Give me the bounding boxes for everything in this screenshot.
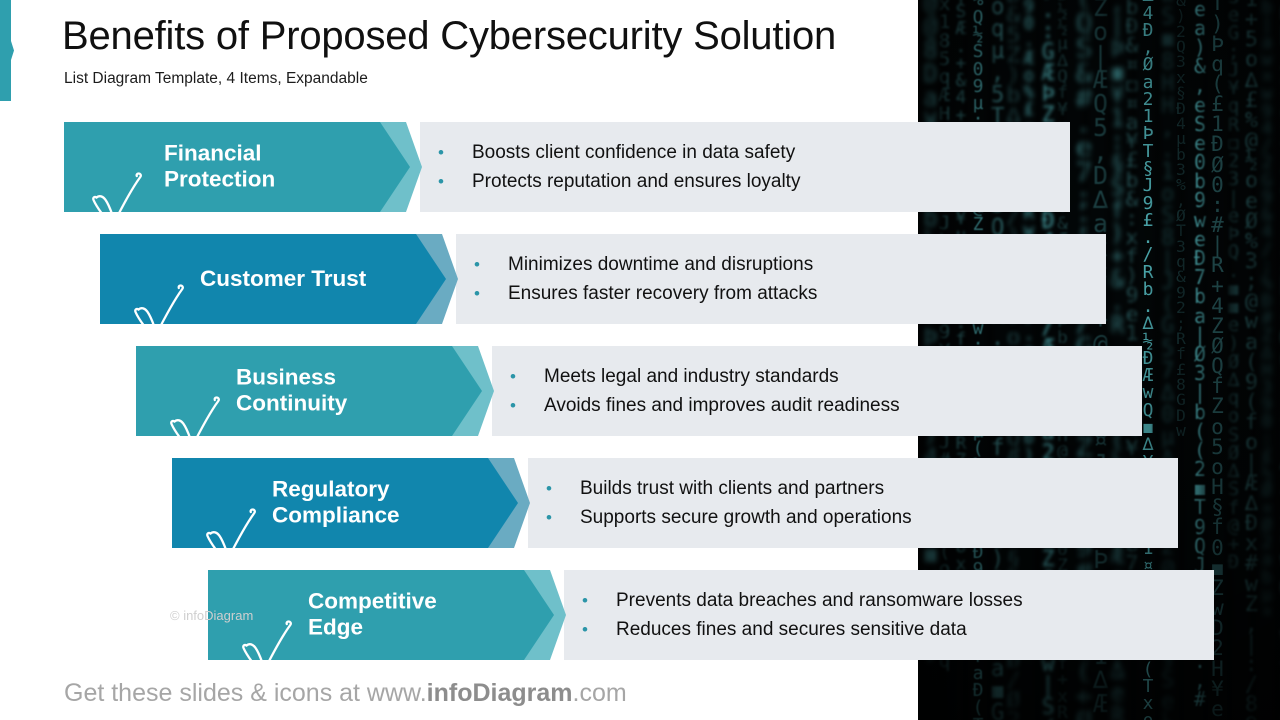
bullet-dot-icon: • xyxy=(474,255,480,274)
benefit-bullet: • Protects reputation and ensures loyalty xyxy=(438,172,1070,191)
bullet-dot-icon: • xyxy=(546,508,552,527)
benefit-bullet: • Minimizes downtime and disruptions xyxy=(474,255,1106,274)
page-subtitle: List Diagram Template, 4 Items, Expandab… xyxy=(64,70,368,87)
benefit-bullet-text: Meets legal and industry standards xyxy=(544,366,839,387)
matrix-column: H ; 8 0 x x @ @ 8 D a ¥ f ) 8 b ½ b ◼ T … xyxy=(922,0,939,662)
benefit-bullet: • Boosts client confidence in data safety xyxy=(438,143,1070,162)
benefit-bullet: • Supports secure growth and operations xyxy=(546,508,1178,527)
bullet-dot-icon: • xyxy=(510,396,516,415)
page-title: Benefits of Proposed Cybersecurity Solut… xyxy=(62,14,837,58)
bullet-dot-icon: • xyxy=(582,591,588,610)
bullet-dot-icon: • xyxy=(474,284,480,303)
benefit-bullet-text: Supports secure growth and operations xyxy=(580,507,912,528)
benefit-title: Business Continuity xyxy=(236,364,348,416)
benefit-bullet-text: Minimizes downtime and disruptions xyxy=(508,254,814,275)
benefit-arrow-shape[interactable]: Financial Protection xyxy=(64,122,422,227)
benefit-title: Customer Trust xyxy=(200,265,367,291)
copyright-watermark: © infoDiagram xyxy=(170,608,254,623)
benefit-description-panel: • Prevents data breaches and ransomware l… xyxy=(564,570,1214,660)
benefit-arrow-shape[interactable]: Competitive Edge xyxy=(208,570,566,675)
bullet-dot-icon: • xyxy=(438,143,444,162)
benefit-description-panel: • Minimizes downtime and disruptions • Ensu… xyxy=(456,234,1106,324)
benefit-bullet: • Avoids fines and improves audit readine… xyxy=(510,396,1142,415)
benefit-row[interactable]: • Prevents data breaches and ransomware l… xyxy=(0,570,1280,675)
footer-brand: infoDiagram xyxy=(426,679,573,707)
footer-prefix: Get these slides & icons at www. xyxy=(64,679,427,707)
bullet-dot-icon: • xyxy=(546,479,552,498)
benefit-bullet-text: Reduces fines and secures sensitive data xyxy=(616,619,967,640)
benefit-bullet-text: Prevents data breaches and ransomware lo… xyxy=(616,590,1023,611)
benefit-bullet-text: Builds trust with clients and partners xyxy=(580,478,885,499)
benefit-row[interactable]: • Boosts client confidence in data safety… xyxy=(0,122,1280,227)
benefit-bullet: • Reduces fines and secures sensitive dat… xyxy=(582,620,1214,639)
benefit-arrow-shape[interactable]: Business Continuity xyxy=(136,346,494,451)
benefit-title: Competitive Edge xyxy=(308,588,437,640)
benefit-row[interactable]: • Meets legal and industry standards • Avoi… xyxy=(0,346,1280,451)
benefit-bullet: • Builds trust with clients and partners xyxy=(546,479,1178,498)
benefit-bullet-text: Boosts client confidence in data safety xyxy=(472,142,796,163)
bullet-dot-icon: • xyxy=(438,172,444,191)
benefit-arrow-shape[interactable]: Regulatory Compliance xyxy=(172,458,530,563)
benefit-bullet-text: Protects reputation and ensures loyalty xyxy=(472,171,801,192)
benefit-bullet: • Ensures faster recovery from attacks xyxy=(474,284,1106,303)
benefit-arrow-shape[interactable]: Customer Trust xyxy=(100,234,458,339)
benefit-description-panel: •Builds trust with clients and partners•… xyxy=(528,458,1178,548)
bullet-dot-icon: • xyxy=(582,620,588,639)
benefit-description-panel: • Meets legal and industry standards • Avoi… xyxy=(492,346,1142,436)
benefit-row[interactable]: • Minimizes downtime and disruptions • Ensu… xyxy=(0,234,1280,339)
footer-promo: Get these slides & icons at www.infoDiag… xyxy=(64,679,627,708)
left-accent-bar xyxy=(0,0,14,101)
benefit-description-panel: • Boosts client confidence in data safety… xyxy=(420,122,1070,212)
benefit-bullet-text: Ensures faster recovery from attacks xyxy=(508,283,818,304)
benefit-row[interactable]: •Builds trust with clients and partners•… xyxy=(0,458,1280,563)
benefit-title: Regulatory Compliance xyxy=(272,476,400,528)
benefit-bullet: • Meets legal and industry standards xyxy=(510,367,1142,386)
benefit-title: Financial Protection xyxy=(164,140,276,192)
footer-suffix: .com xyxy=(572,679,627,707)
bullet-dot-icon: • xyxy=(510,367,516,386)
benefit-bullet-text: Avoids fines and improves audit readines… xyxy=(544,395,900,416)
benefit-bullet: • Prevents data breaches and ransomware l… xyxy=(582,591,1214,610)
